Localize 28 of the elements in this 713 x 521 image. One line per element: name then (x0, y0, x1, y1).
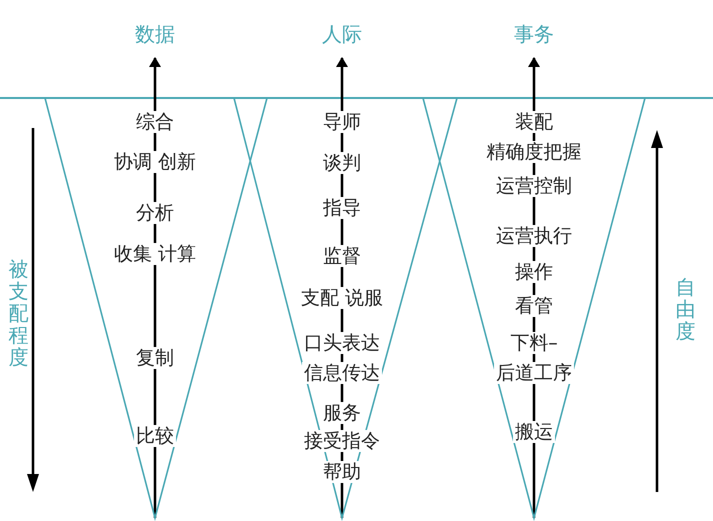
activity-label: 监督 (321, 245, 363, 267)
activity-label: 服务 (321, 402, 363, 424)
axis-label: 被支配程度 (8, 258, 29, 368)
activity-label: 精确度把握 (484, 141, 584, 163)
activity-label: 复制 (134, 347, 176, 369)
category-heading: 人际 (322, 22, 362, 46)
activity-label: 看管 (513, 295, 555, 317)
axis-label: 自由度 (675, 276, 696, 342)
activity-label: 谈判 (321, 152, 363, 174)
category-heading: 数据 (135, 22, 175, 46)
activity-label: 协调 创新 (112, 151, 198, 173)
activity-label: 支配 说服 (298, 287, 386, 309)
activity-label: 指导 (321, 197, 363, 219)
activity-label: 下料– (508, 332, 560, 354)
activity-label: 操作 (513, 261, 555, 283)
activity-label: 装配 (513, 111, 555, 133)
activity-label: 后道工序 (494, 362, 574, 384)
activity-label: 综合 (134, 111, 176, 133)
activity-label: 收集 计算 (112, 243, 198, 265)
activity-label: 信息传达 (302, 362, 382, 384)
activity-label: 接受指令 (302, 430, 382, 452)
activity-label: 运营控制 (494, 175, 574, 197)
activity-label: 运营执行 (494, 225, 574, 247)
activity-label: 分析 (134, 202, 176, 224)
activity-label: 搬运 (513, 421, 555, 443)
activity-label: 导师 (321, 111, 363, 133)
activity-label: 比较 (134, 425, 176, 447)
category-heading: 事务 (514, 22, 554, 46)
